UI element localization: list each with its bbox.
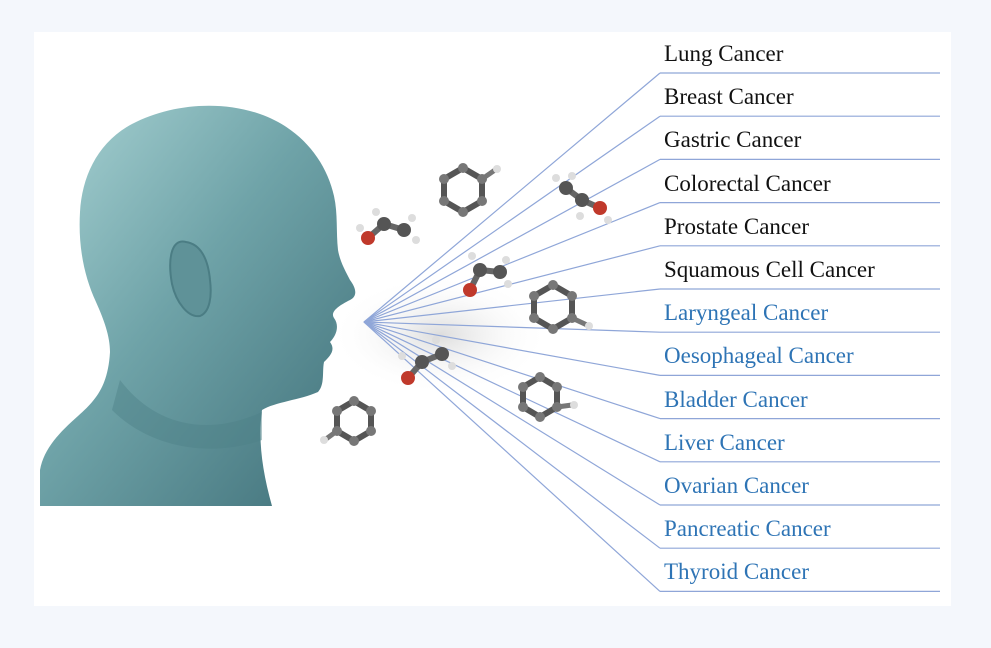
alcohol-molecule-icon bbox=[356, 208, 420, 245]
cancer-label: Bladder Cancer bbox=[664, 386, 808, 412]
fan-line bbox=[363, 245, 661, 323]
cancer-label: Colorectal Cancer bbox=[664, 170, 831, 196]
alcohol-molecule-icon bbox=[398, 336, 456, 385]
alcohol-molecule-icon bbox=[552, 172, 612, 224]
fan-line bbox=[363, 321, 661, 463]
ear bbox=[169, 240, 212, 318]
fan-line bbox=[363, 158, 661, 323]
cancer-label: Oesophageal Cancer bbox=[664, 343, 854, 369]
cancer-label: Laryngeal Cancer bbox=[664, 300, 829, 326]
alcohol-molecule-icon bbox=[463, 252, 512, 297]
breath-cloud bbox=[330, 275, 550, 395]
fan-line bbox=[363, 321, 661, 549]
fan-line bbox=[363, 321, 661, 420]
fan-line bbox=[363, 321, 661, 333]
molecule-icon bbox=[320, 396, 376, 446]
fan-line bbox=[363, 321, 661, 592]
cancer-label: Lung Cancer bbox=[664, 41, 784, 66]
molecule-icon bbox=[439, 163, 501, 217]
cancer-label: Liver Cancer bbox=[664, 429, 785, 455]
cancer-label: Prostate Cancer bbox=[664, 213, 809, 239]
cancer-label: Squamous Cell Cancer bbox=[664, 257, 875, 282]
cancer-label: Ovarian Cancer bbox=[664, 473, 809, 498]
molecule-icon bbox=[518, 372, 578, 422]
fan-line bbox=[363, 321, 661, 376]
fan-line bbox=[363, 321, 661, 506]
fan-line bbox=[363, 288, 661, 323]
cancer-label: Thyroid Cancer bbox=[664, 559, 809, 585]
connector-lines bbox=[363, 72, 940, 593]
cancer-label: Pancreatic Cancer bbox=[664, 516, 831, 542]
fan-line bbox=[363, 115, 661, 323]
neck-shadow bbox=[112, 380, 262, 449]
fan-line bbox=[363, 72, 661, 323]
cancer-label: Gastric Cancer bbox=[664, 127, 802, 153]
cancer-label: Breast Cancer bbox=[664, 84, 794, 110]
molecule-icon bbox=[529, 280, 593, 334]
